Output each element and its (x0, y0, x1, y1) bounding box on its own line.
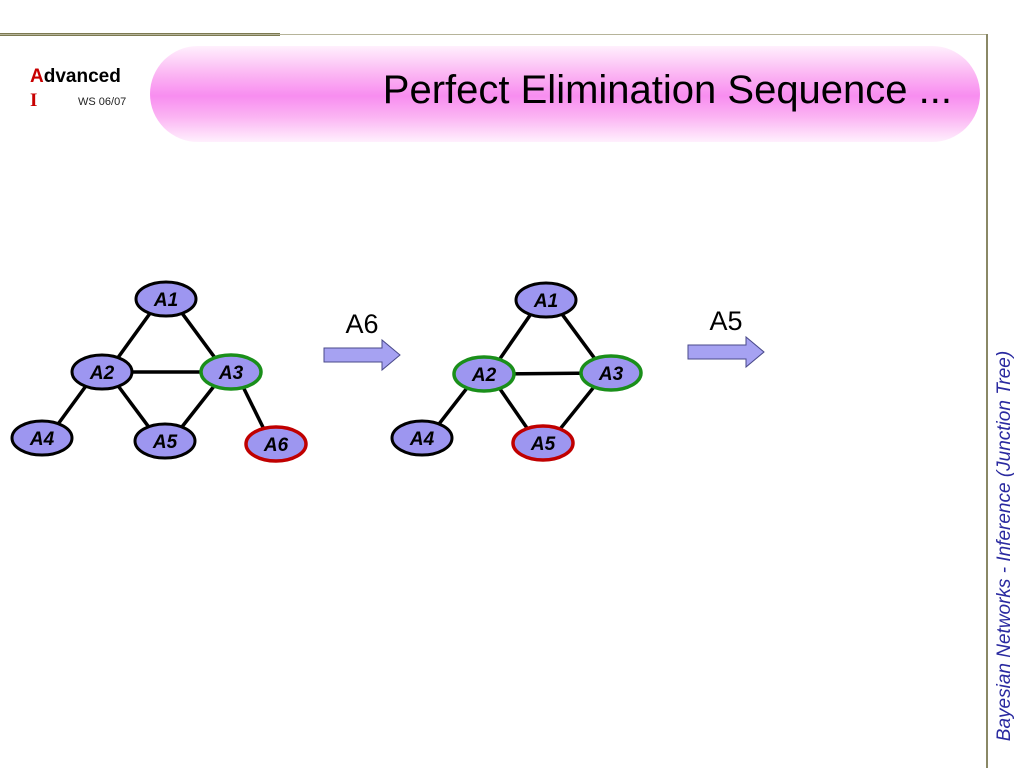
graph2-node-a5: A5 (511, 424, 575, 462)
graph1-node-a4: A4 (10, 419, 74, 457)
logo-term: WS 06/07 (78, 96, 127, 108)
graph2-node-shape-a3 (579, 354, 643, 392)
logo-word-i: I (30, 90, 38, 111)
step-arrow-1-label: A6 (345, 309, 378, 339)
graph1-node-label-a2: A2 (89, 363, 115, 384)
graph1-node-label-a6: A6 (263, 435, 289, 456)
graph2-node-shape-a2 (452, 355, 516, 393)
graph2-edge-a2-a3 (503, 371, 592, 376)
graph2-edge-a1-a3 (557, 309, 600, 364)
graph1-node-label-a1: A1 (153, 290, 178, 311)
graph2-node-shape-a5 (511, 424, 575, 462)
logo-letter-a: A (30, 66, 44, 87)
graph2-node-a4: A4 (390, 419, 454, 457)
graph2-edge-a2-a4 (434, 382, 472, 430)
graph1-node-a1: A1 (134, 280, 198, 318)
graph2-node-label-a5: A5 (530, 434, 556, 455)
step-arrow-1: A6 (323, 309, 401, 372)
graph2-edge-a1-a2 (495, 309, 535, 365)
logo-word-advanced: Advanced (30, 66, 121, 88)
graph2-node-shape-a4 (390, 419, 454, 457)
graph2-edge-a3-a5 (555, 381, 599, 435)
course-logo: Advanced I WS 06/07 (30, 66, 150, 114)
graph2-edge-a2-a5 (495, 383, 532, 434)
graph1-node-shape-a6 (244, 425, 308, 463)
graph1-node-a5: A5 (133, 422, 197, 460)
graph2-node-label-a4: A4 (409, 429, 435, 450)
graph2-node-a2: A2 (452, 355, 516, 393)
step-arrow-2-label: A5 (709, 306, 742, 336)
graph1-edge-a3-a5 (177, 381, 219, 432)
title-bar: Perfect Elimination Sequence ... (150, 46, 980, 142)
graph1-node-shape-a4 (10, 419, 74, 457)
graph2-node-label-a1: A1 (533, 291, 558, 312)
graph1-node-a3: A3 (199, 353, 263, 391)
side-rule (986, 34, 988, 768)
slide-title: Perfect Elimination Sequence ... (382, 68, 952, 112)
graph2-node-label-a3: A3 (598, 364, 624, 385)
graph1-edge-a2-a4 (54, 381, 90, 429)
step-arrow-2-shape (687, 335, 765, 369)
graph1-edge-a2-a5 (114, 381, 153, 432)
logo-word-rest: dvanced (43, 66, 121, 87)
graph1-edge-a3-a6 (240, 383, 267, 433)
graph1-node-label-a5: A5 (152, 432, 178, 453)
graph1-node-label-a3: A3 (218, 363, 244, 384)
step-arrow-1-shape (323, 338, 401, 372)
graph1-node-shape-a5 (133, 422, 197, 460)
graph2-node-shape-a1 (514, 281, 578, 319)
graph2-node-a3: A3 (579, 354, 643, 392)
graph1-node-label-a4: A4 (29, 429, 55, 450)
top-rule (0, 34, 988, 35)
graph2-node-label-a2: A2 (471, 365, 497, 386)
graph1-edge-a1-a3 (177, 308, 220, 363)
graph1-node-shape-a3 (199, 353, 263, 391)
step-arrow-2: A5 (687, 306, 765, 369)
graph1-node-a2: A2 (70, 353, 134, 391)
graph2-node-a1: A1 (514, 281, 578, 319)
graph1-node-shape-a2 (70, 353, 134, 391)
graph1-node-shape-a1 (134, 280, 198, 318)
graph1-node-a6: A6 (244, 425, 308, 463)
graph1-edge-a1-a2 (113, 308, 155, 363)
